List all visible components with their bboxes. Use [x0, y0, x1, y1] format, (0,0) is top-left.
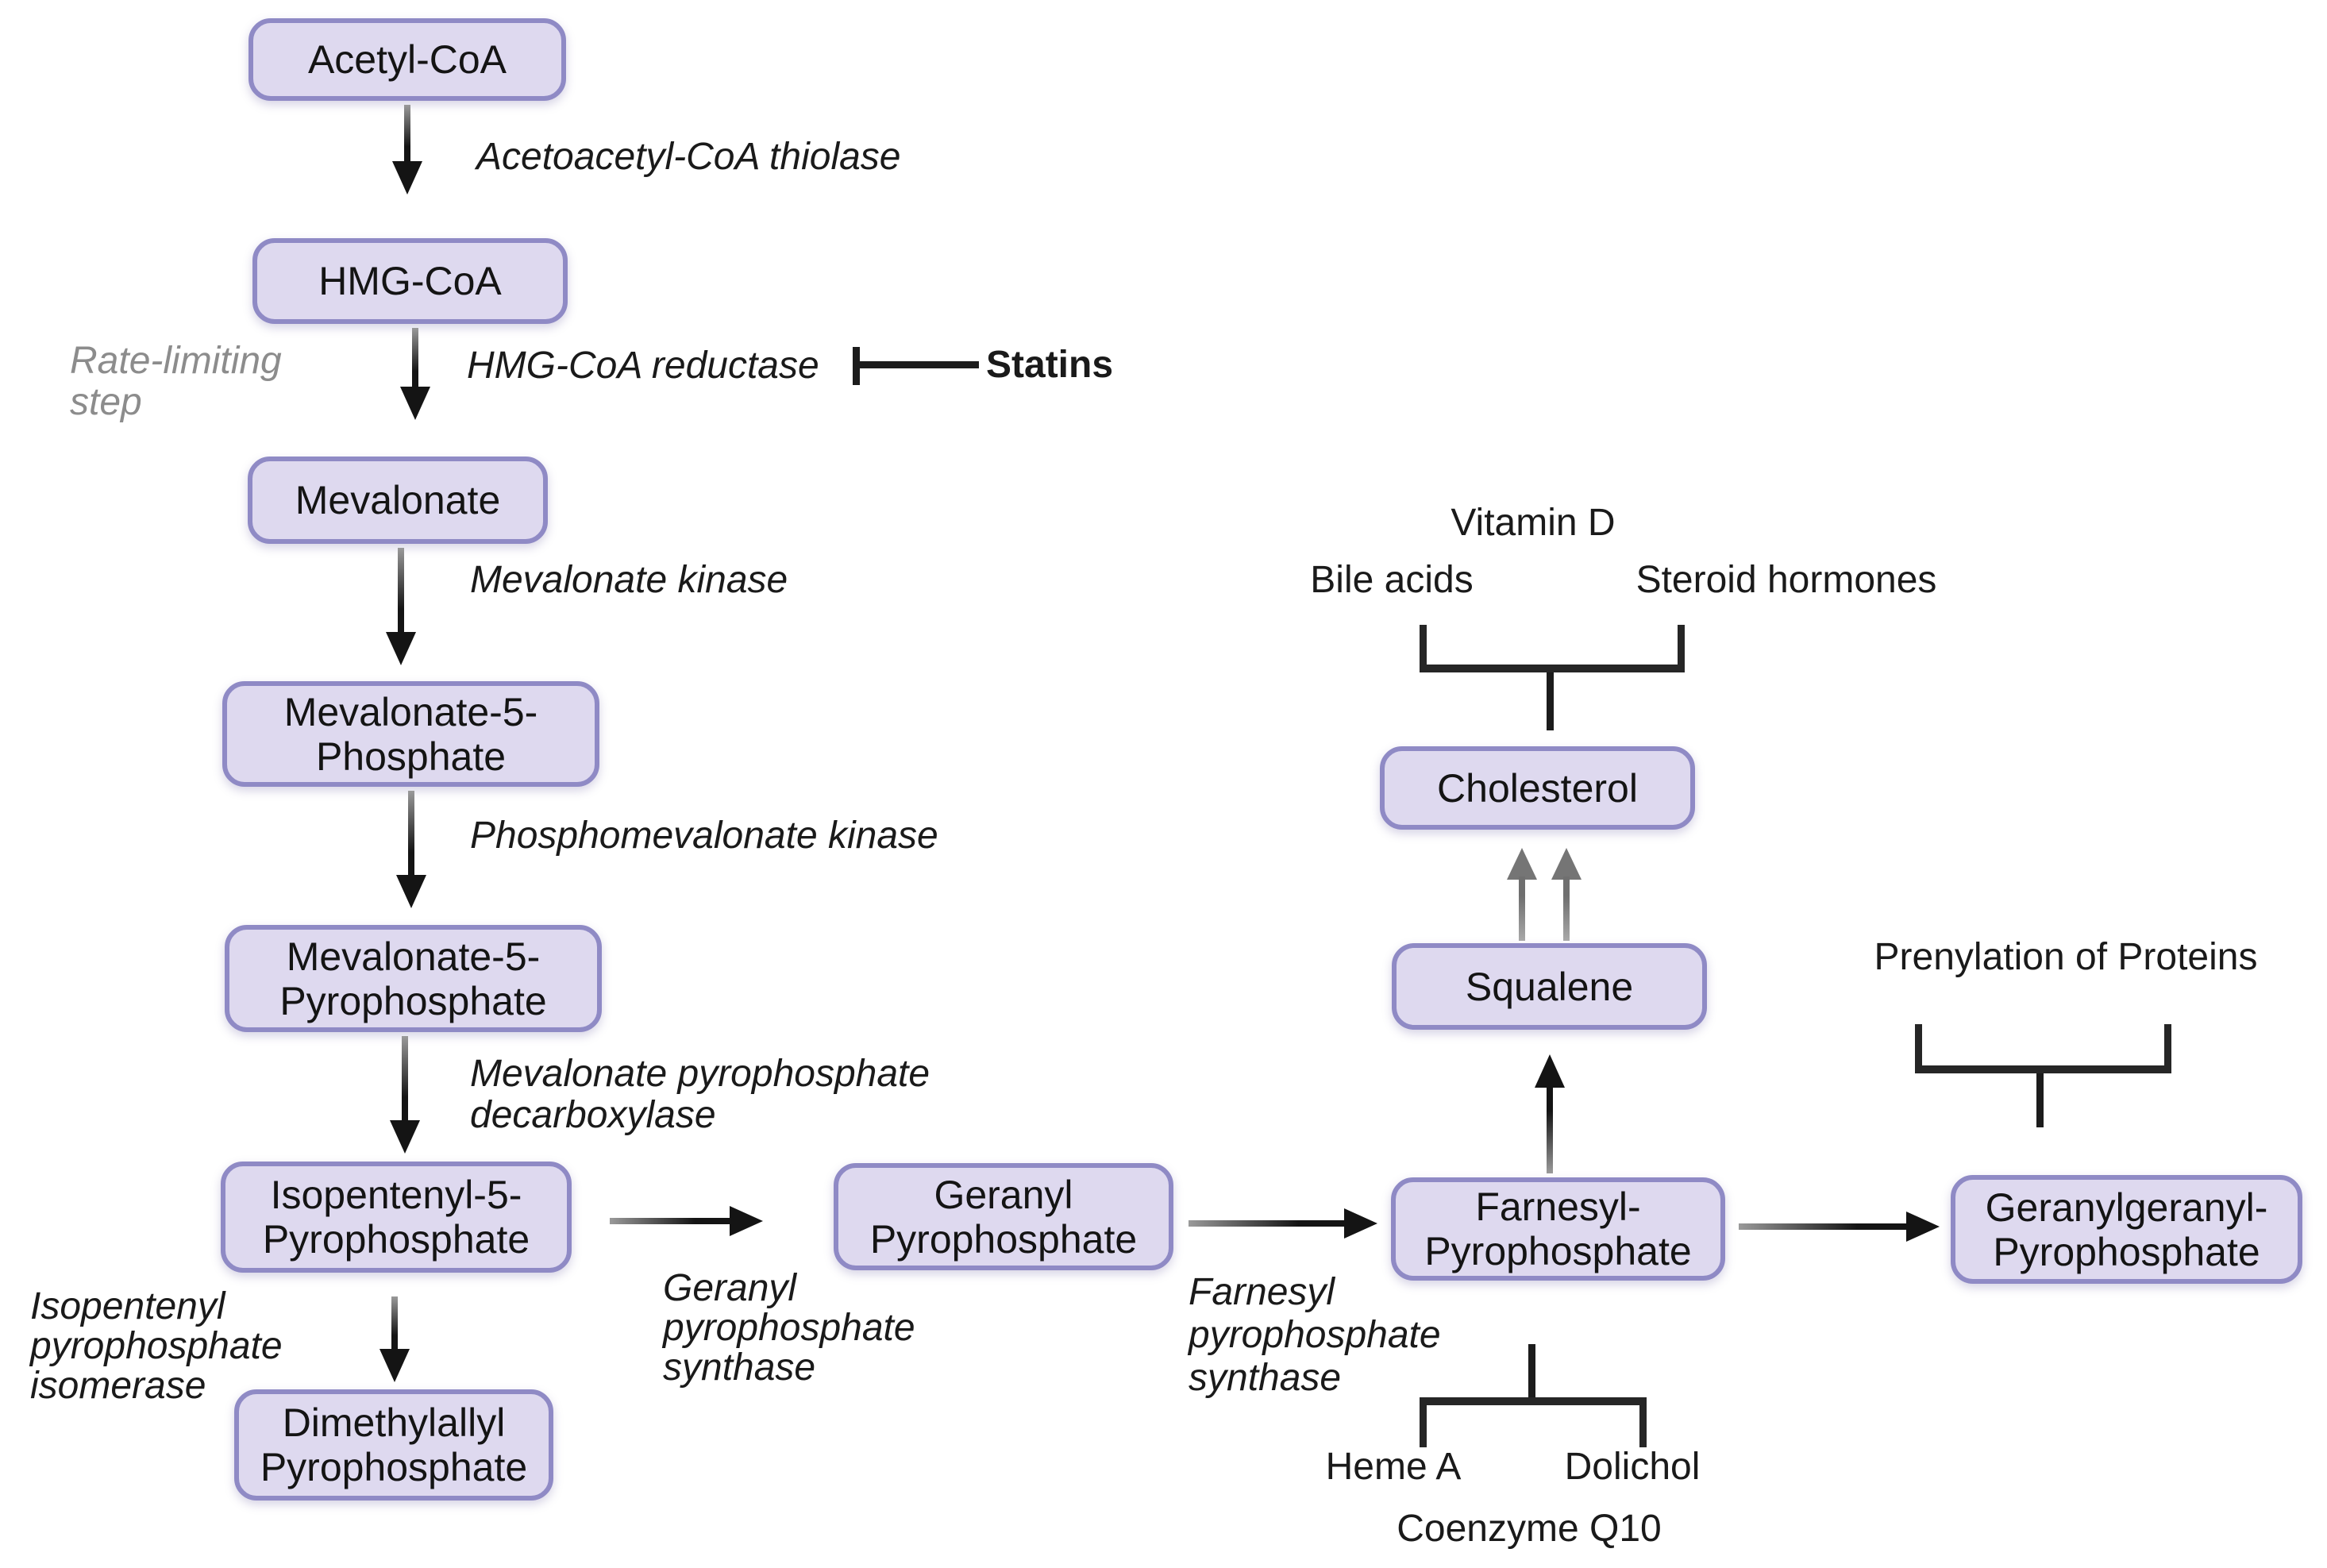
arrow-fpp-to-ggpp-shaft — [1739, 1223, 1908, 1230]
node-label: Geranyl — [934, 1172, 1073, 1217]
node-label: Farnesyl- — [1475, 1185, 1641, 1229]
arrow-hmg-to-mevalonate-head-icon — [400, 387, 430, 420]
enzyme-label-line: synthase — [663, 1346, 816, 1389]
vitamin-d-label: Vitamin D — [1451, 502, 1616, 544]
cholesterol-products-bracket — [1420, 625, 1685, 672]
enzyme-label-line: Geranyl — [663, 1267, 797, 1309]
node-label: Pyrophosphate — [279, 978, 547, 1023]
node-label: Pyrophosphate — [869, 1216, 1138, 1262]
node-geranyl-pyrophosphate: Geranyl Pyrophosphate — [834, 1163, 1173, 1270]
arrow-fpp-to-ggpp-head-icon — [1906, 1212, 1940, 1242]
enzyme-label-line: synthase — [1189, 1357, 1342, 1399]
node-label: Mevalonate — [295, 478, 501, 522]
enzyme-label-line: Mevalonate pyrophosphate — [470, 1053, 930, 1095]
node-label: Mevalonate-5- — [283, 689, 538, 734]
arrow-m5p-to-m5pp-head-icon — [396, 875, 426, 908]
node-farnesyl-pyrophosphate: Farnesyl- Pyrophosphate — [1391, 1177, 1725, 1281]
node-label: Mevalonate-5- — [286, 934, 541, 979]
arrow-m5pp-to-ipp-shaft — [402, 1036, 408, 1123]
arrow-squalene-to-cholesterol-2-head-icon — [1551, 848, 1582, 880]
heme-a-label: Heme A — [1325, 1446, 1462, 1488]
arrow-m5p-to-m5pp-shaft — [408, 791, 414, 878]
arrow-mevalonate-to-m5p-head-icon — [386, 632, 416, 665]
enzyme-fpp-synthase-label: Farnesyl pyrophosphate synthase — [1189, 1271, 1441, 1400]
prenylation-bracket — [1915, 1024, 2171, 1073]
arrow-gpp-to-fpp-shaft — [1189, 1220, 1346, 1227]
enzyme-isomerase-label: Isopentenyl pyrophosphate isomerase — [30, 1287, 283, 1406]
node-mevalonate-5-phosphate: Mevalonate-5- Phosphate — [222, 681, 599, 787]
arrow-acetyl-to-hmg-head-icon — [392, 161, 422, 195]
enzyme-thiolase-label: Acetoacetyl-CoA thiolase — [476, 136, 901, 178]
enzyme-gpp-synthase-label: Geranyl pyrophosphate synthase — [663, 1269, 915, 1388]
node-mevalonate-5-pyrophosphate: Mevalonate-5- Pyrophosphate — [225, 925, 602, 1032]
steroid-hormones-label: Steroid hormones — [1635, 559, 1937, 601]
enzyme-label-line: pyrophosphate — [30, 1325, 283, 1367]
enzyme-label-line: pyrophosphate — [663, 1307, 915, 1349]
node-label: Pyrophosphate — [1993, 1229, 2260, 1274]
arrow-squalene-to-cholesterol-2-shaft — [1563, 876, 1570, 941]
node-label: Phosphate — [315, 734, 507, 779]
enzyme-label-line: isomerase — [30, 1365, 206, 1407]
node-cholesterol: Cholesterol — [1380, 746, 1695, 830]
node-label: Dimethylallyl — [282, 1400, 506, 1445]
prenylation-stub — [2036, 1073, 2044, 1127]
arrow-hmg-to-mevalonate-shaft — [412, 328, 418, 390]
arrow-fpp-to-squalene-shaft — [1547, 1085, 1553, 1173]
node-label: Isopentenyl-5- — [270, 1173, 522, 1217]
bile-acids-label: Bile acids — [1310, 559, 1474, 601]
arrow-ipp-to-gpp-shaft — [610, 1218, 731, 1224]
arrow-squalene-to-cholesterol-1-shaft — [1519, 876, 1525, 941]
enzyme-phosphomevalonate-kinase-label: Phosphomevalonate kinase — [470, 815, 938, 857]
arrow-fpp-to-squalene-head-icon — [1535, 1054, 1565, 1088]
node-label: HMG-CoA — [318, 259, 502, 303]
enzyme-reductase-label: HMG-CoA reductase — [467, 345, 819, 387]
node-label: Cholesterol — [1437, 765, 1638, 811]
arrow-ipp-to-dmapp-head-icon — [379, 1349, 410, 1382]
node-geranylgeranyl-pyrophosphate: Geranylgeranyl- Pyrophosphate — [1951, 1175, 2302, 1284]
note-line: step — [70, 381, 142, 423]
fpp-products-bracket — [1420, 1397, 1647, 1447]
enzyme-mevalonate-kinase-label: Mevalonate kinase — [470, 559, 788, 601]
node-label: Pyrophosphate — [260, 1445, 528, 1489]
node-dimethylallyl-pyrophosphate: Dimethylallyl Pyrophosphate — [234, 1389, 553, 1501]
cholesterol-products-stub — [1547, 672, 1554, 730]
node-label: Acetyl-CoA — [307, 37, 507, 82]
inhibition-tbar-line — [860, 361, 979, 368]
arrow-gpp-to-fpp-head-icon — [1344, 1208, 1377, 1239]
enzyme-label-line: decarboxylase — [470, 1094, 716, 1136]
arrow-m5pp-to-ipp-head-icon — [390, 1120, 420, 1154]
enzyme-label-line: Farnesyl — [1189, 1271, 1335, 1313]
node-label: Geranylgeranyl- — [1985, 1185, 2268, 1230]
prenylation-of-proteins-label: Prenylation of Proteins — [1874, 936, 2258, 978]
arrow-squalene-to-cholesterol-1-head-icon — [1507, 848, 1537, 880]
arrow-ipp-to-gpp-head-icon — [730, 1206, 763, 1236]
node-squalene: Squalene — [1392, 943, 1707, 1030]
arrow-acetyl-to-hmg-shaft — [404, 105, 410, 164]
note-line: Rate-limiting — [70, 340, 282, 382]
coenzyme-q10-label: Coenzyme Q10 — [1397, 1508, 1662, 1550]
node-hmg-coa: HMG-CoA — [252, 238, 568, 324]
node-mevalonate: Mevalonate — [248, 457, 548, 544]
node-label: Pyrophosphate — [1424, 1229, 1692, 1273]
node-label: Squalene — [1465, 964, 1634, 1009]
enzyme-label-line: pyrophosphate — [1189, 1314, 1441, 1356]
fpp-products-stub — [1528, 1344, 1535, 1397]
inhibition-tbar-tick — [853, 347, 860, 385]
rate-limiting-step-note: Rate-limiting step — [70, 341, 282, 423]
node-isopentenyl-5-pyrophosphate: Isopentenyl-5- Pyrophosphate — [221, 1162, 572, 1273]
enzyme-label-line: Isopentenyl — [30, 1285, 225, 1327]
node-label: Pyrophosphate — [262, 1217, 530, 1262]
arrow-ipp-to-dmapp-shaft — [391, 1296, 398, 1352]
node-acetyl-coa: Acetyl-CoA — [248, 18, 566, 101]
statins-label: Statins — [986, 344, 1114, 386]
enzyme-decarboxylase-label: Mevalonate pyrophosphate decarboxylase — [470, 1054, 930, 1136]
arrow-mevalonate-to-m5p-shaft — [398, 548, 404, 635]
dolichol-label: Dolichol — [1564, 1446, 1701, 1488]
